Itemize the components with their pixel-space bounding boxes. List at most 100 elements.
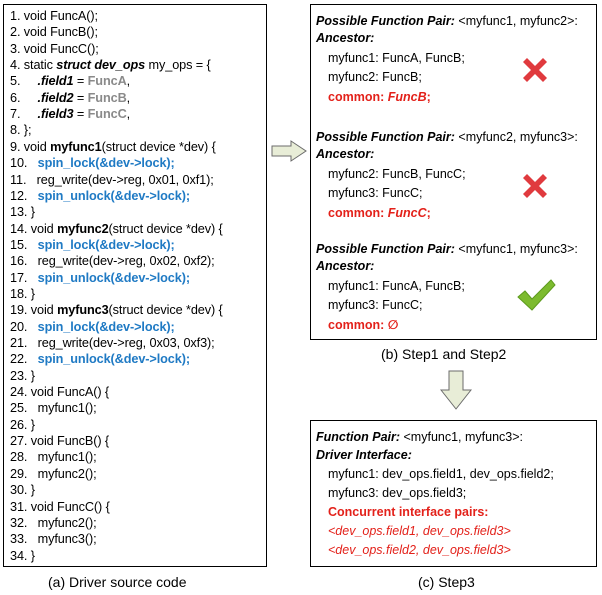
code-token: .field1	[37, 74, 74, 89]
code-line: 19. void myfunc3(struct device *dev) {	[10, 302, 223, 318]
code-token: (struct device *dev) {	[101, 139, 216, 154]
code-line: 5. .field1 = FuncA,	[10, 73, 130, 89]
caption-step1-step2: (b) Step1 and Step2	[381, 346, 507, 362]
ancestor-line: myfunc3: FuncC;	[328, 298, 423, 312]
code-token: FuncB	[87, 90, 127, 105]
code-token: 33. myfunc3();	[10, 532, 97, 547]
code-token: 19. void	[10, 303, 58, 318]
code-line: 29. myfunc2();	[10, 466, 97, 482]
code-line: 16. reg_write(dev->reg, 0x02, 0xf2);	[10, 253, 215, 269]
code-token: 21. reg_write(dev->reg, 0x03, 0xf3);	[10, 336, 215, 350]
interface-line: myfunc1: dev_ops.field1, dev_ops.field2;	[328, 467, 554, 481]
code-line: 32. myfunc2();	[10, 515, 97, 531]
common-end: ;	[426, 90, 431, 104]
code-line: 28. myfunc1();	[10, 449, 97, 465]
code-token: =	[73, 90, 88, 105]
caption-driver-source-code: (a) Driver source code	[48, 574, 187, 590]
ancestor-line: myfunc1: FuncA, FuncB;	[328, 279, 465, 293]
code-line: 21. reg_write(dev->reg, 0x03, 0xf3);	[10, 335, 215, 351]
pair-value: <myfunc2, myfunc3>:	[454, 130, 578, 144]
code-line: 11. reg_write(dev->reg, 0x01, 0xf1);	[10, 172, 214, 188]
code-line: 6. .field2 = FuncB,	[10, 90, 130, 106]
common-value: FuncB	[387, 90, 427, 104]
code-token: 9. void	[10, 139, 51, 154]
code-token: FuncC	[87, 107, 127, 122]
check-icon	[517, 279, 556, 311]
pair-heading: Possible Function Pair:	[316, 130, 455, 144]
code-token: 10.	[10, 156, 38, 171]
common-label: common:	[328, 318, 388, 332]
code-line: 26. }	[10, 417, 35, 433]
pair-value: <myfunc1, myfunc3>:	[454, 242, 578, 256]
ancestor-label: Ancestor:	[316, 31, 375, 45]
code-line: 3. void FuncC();	[10, 41, 99, 57]
concurrent-pair: <dev_ops.field1, dev_ops.field3>	[328, 524, 511, 538]
code-token: 2. void FuncB();	[10, 25, 98, 40]
common-label: common:	[328, 90, 388, 104]
code-line: 14. void myfunc2(struct device *dev) {	[10, 221, 223, 237]
code-line: 17. spin_unlock(&dev->lock);	[10, 270, 190, 286]
code-token: (struct device *dev) {	[108, 221, 223, 236]
code-token: ,	[126, 90, 131, 105]
code-token: spin_lock(&dev->lock);	[37, 156, 175, 171]
code-token: 11. reg_write(dev->reg, 0x01, 0xf1);	[10, 172, 214, 187]
pair-value: <myfunc1, myfunc2>:	[454, 14, 578, 28]
code-line: 20. spin_lock(&dev->lock);	[10, 319, 175, 335]
code-line: 33. myfunc3();	[10, 531, 97, 547]
code-token: 16. reg_write(dev->reg, 0x02, 0xf2);	[10, 254, 215, 269]
interface-line: myfunc3: dev_ops.field3;	[328, 486, 467, 500]
concurrent-pairs-label: Concurrent interface pairs:	[328, 505, 489, 519]
code-token: 1. void FuncA();	[10, 9, 98, 23]
code-token: 6.	[10, 90, 38, 105]
code-line: 8. };	[10, 122, 31, 138]
code-token: spin_unlock(&dev->lock);	[37, 188, 190, 203]
code-token: 27. void FuncB() {	[10, 434, 110, 449]
code-token: my_ops = {	[145, 58, 211, 73]
code-line: 4. static struct dev_ops my_ops = {	[10, 57, 211, 73]
step1-step2-panel: Possible Function Pair: <myfunc1, myfunc…	[310, 4, 597, 340]
code-token: 23. }	[10, 368, 35, 383]
code-line: 27. void FuncB() {	[10, 433, 109, 449]
code-token: myfunc3	[57, 303, 109, 318]
down-arrow-icon	[440, 370, 472, 410]
code-token: 24. void FuncA() {	[10, 385, 110, 400]
code-token: FuncA	[87, 74, 127, 89]
code-token: ,	[126, 74, 131, 89]
code-token: 12.	[10, 188, 38, 203]
ancestor-line: myfunc1: FuncA, FuncB;	[328, 51, 465, 65]
code-line: 24. void FuncA() {	[10, 384, 109, 400]
code-line: 25. myfunc1();	[10, 400, 97, 416]
code-token: =	[73, 107, 88, 122]
pair-heading: Possible Function Pair:	[316, 242, 455, 256]
function-pair-heading: Function Pair:	[316, 430, 401, 444]
code-token: .field2	[37, 90, 74, 105]
code-token: 17.	[10, 270, 38, 285]
code-token: 14. void	[10, 221, 58, 236]
code-line: 10. spin_lock(&dev->lock);	[10, 155, 175, 171]
code-token: spin_lock(&dev->lock);	[37, 237, 175, 252]
code-token: 28. myfunc1();	[10, 450, 97, 465]
function-pair-value: <myfunc1, myfunc3>:	[400, 430, 524, 444]
code-token: 13. }	[10, 205, 35, 220]
code-token: myfunc2	[57, 221, 109, 236]
code-line: 2. void FuncB();	[10, 24, 98, 40]
code-token: 15.	[10, 237, 38, 252]
code-token: spin_unlock(&dev->lock);	[37, 352, 190, 367]
code-token: 20.	[10, 319, 38, 334]
code-token: 31. void FuncC() {	[10, 499, 110, 514]
code-line: 23. }	[10, 368, 35, 384]
code-token: 26. }	[10, 417, 35, 432]
cross-icon	[523, 58, 547, 82]
driver-interface-label: Driver Interface:	[316, 448, 412, 462]
code-token: =	[73, 74, 88, 89]
code-token: 22.	[10, 352, 38, 367]
right-arrow-icon	[271, 140, 307, 162]
pair-heading: Possible Function Pair:	[316, 14, 455, 28]
code-token: 30. }	[10, 483, 35, 498]
code-token: spin_lock(&dev->lock);	[37, 319, 175, 334]
code-token: 8. };	[10, 123, 32, 138]
driver-source-code-panel: 1. void FuncA(); 2. void FuncB();3. void …	[3, 4, 267, 567]
code-line: 9. void myfunc1(struct device *dev) {	[10, 139, 216, 155]
code-token: ,	[126, 107, 131, 122]
code-token: 25. myfunc1();	[10, 401, 97, 416]
